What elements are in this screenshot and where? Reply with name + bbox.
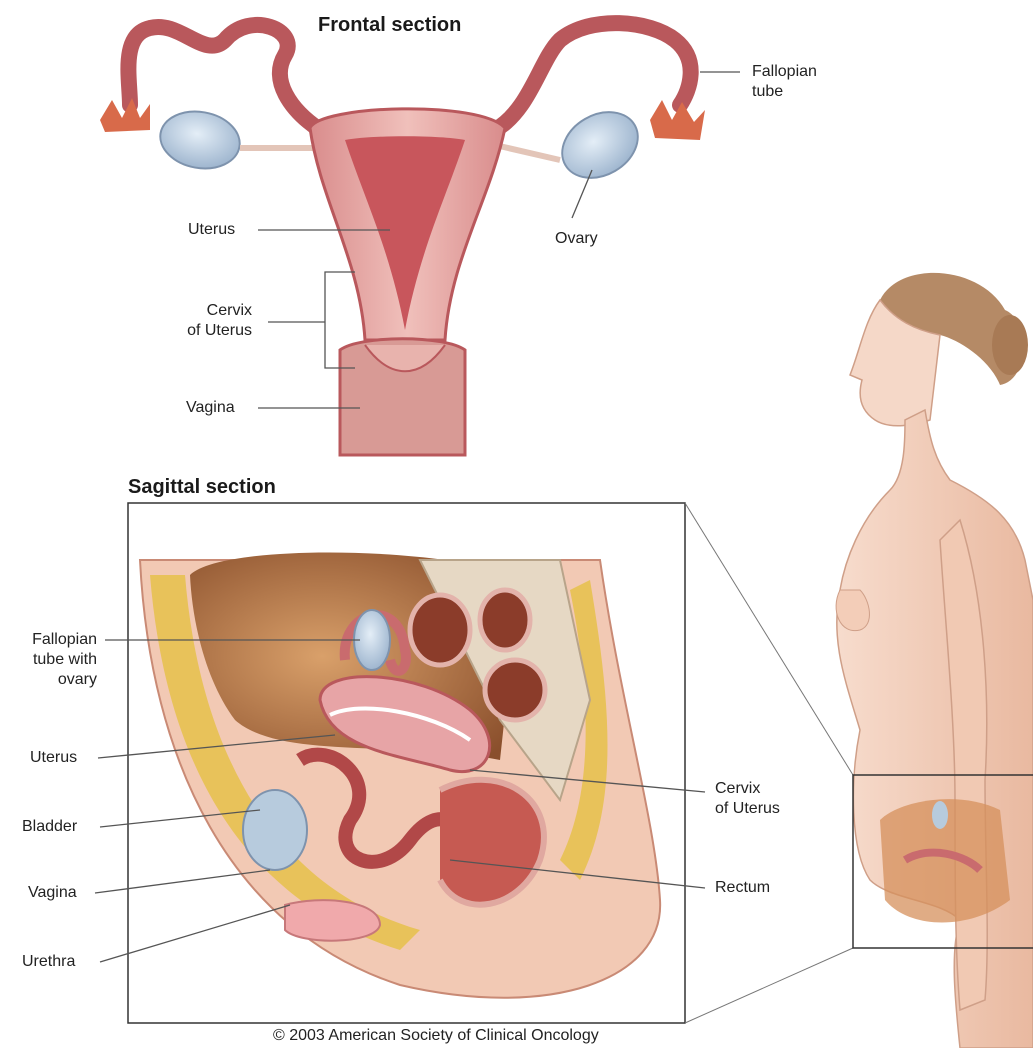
woman-figure	[836, 273, 1033, 1048]
frontal-section-title: Frontal section	[318, 14, 461, 37]
sagittal-label-fallopian-tube-ovary: Fallopian tube with ovary	[0, 630, 97, 690]
zoom-lines	[685, 503, 853, 1023]
frontal-label-cervix: Cervix of Uterus	[150, 301, 252, 341]
sagittal-section-title: Sagittal section	[128, 476, 276, 499]
sagittal-label-urethra: Urethra	[22, 952, 75, 972]
frontal-label-ovary: Ovary	[555, 229, 598, 249]
sagittal-label-uterus: Uterus	[30, 748, 77, 768]
copyright-credit: © 2003 American Society of Clinical Onco…	[273, 1027, 599, 1045]
frontal-label-vagina: Vagina	[186, 398, 235, 418]
frontal-label-uterus: Uterus	[188, 220, 235, 240]
sagittal-label-rectum: Rectum	[715, 878, 770, 898]
sagittal-panel	[128, 503, 685, 1023]
frontal-label-fallopian-tube: Fallopian tube	[752, 62, 817, 102]
sagittal-label-cervix: Cervix of Uterus	[715, 779, 780, 819]
sagittal-label-vagina: Vagina	[28, 883, 77, 903]
sagittal-label-bladder: Bladder	[22, 817, 77, 837]
